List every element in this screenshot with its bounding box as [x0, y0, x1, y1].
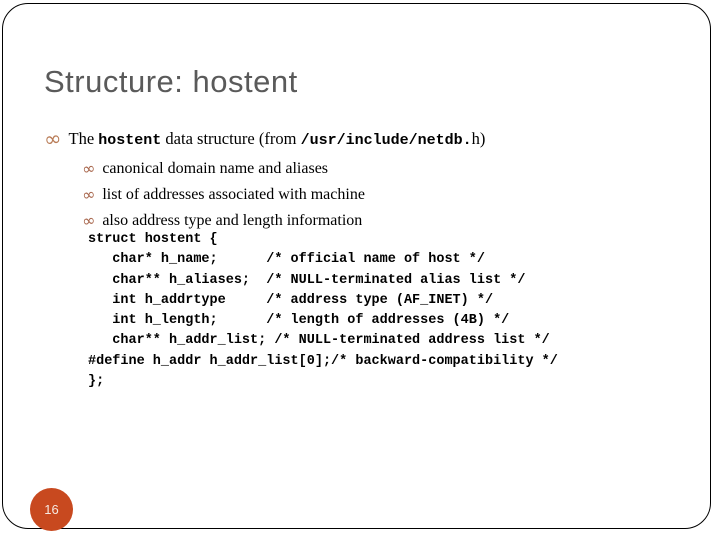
page-number: 16: [44, 502, 59, 517]
sub-bullet-text: list of addresses associated with machin…: [102, 186, 365, 203]
inline-code-netdb-path: /usr/include/netdb.: [300, 132, 472, 149]
bullet-text-part: h): [471, 129, 486, 148]
bullet-hostent-structure: ∞The hostent data structure (from /usr/i…: [42, 125, 486, 153]
code-snippet-hostent-struct: struct hostent { char* h_name; /* offici…: [88, 232, 558, 390]
page-number-badge: 16: [30, 488, 73, 531]
page-title: Structure: hostent: [44, 64, 298, 99]
sub-bullet-text: also address type and length information: [102, 212, 363, 229]
scroll-bullet-icon: ∞: [80, 184, 97, 205]
bullet-text-part: The: [68, 129, 99, 148]
sub-bullet-addresses: ∞ list of addresses associated with machi…: [80, 184, 365, 205]
sub-bullet-text: canonical domain name and aliases: [102, 160, 329, 177]
scroll-bullet-icon: ∞: [80, 210, 97, 231]
scroll-bullet-icon: ∞: [80, 158, 97, 179]
slide-border: [2, 3, 711, 529]
inline-code-hostent: hostent: [98, 132, 162, 149]
bullet-text-part: data structure (from: [161, 129, 301, 148]
scroll-bullet-icon: ∞: [42, 125, 64, 153]
sub-bullet-type-length: ∞ also address type and length informatio…: [80, 210, 363, 231]
sub-bullet-canonical: ∞ canonical domain name and aliases: [80, 158, 329, 179]
